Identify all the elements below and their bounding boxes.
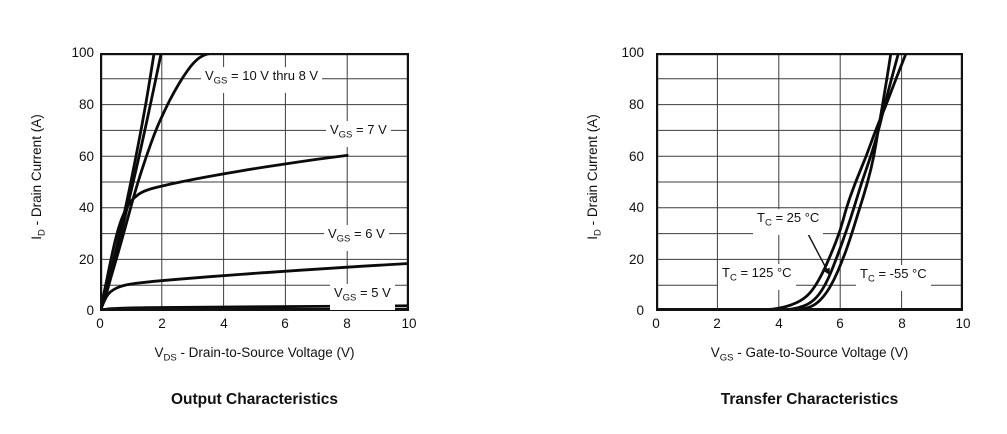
transfer-plot-area bbox=[656, 53, 963, 311]
left-x-tick-0: 0 bbox=[96, 316, 104, 331]
right-y-tick-40: 40 bbox=[628, 200, 644, 215]
curve-label-tc-minus-55c: TC = -55 °C bbox=[856, 265, 931, 291]
right-x-tick-6: 6 bbox=[836, 316, 844, 331]
x-axis-symbol: V bbox=[154, 345, 164, 360]
output-chart-title: Output Characteristics bbox=[170, 391, 339, 408]
label-pointer-arrow bbox=[806, 231, 830, 276]
y-axis-title-text: - Drain Current (A) bbox=[29, 114, 44, 230]
left-x-tick-6: 6 bbox=[281, 316, 289, 331]
y-axis-symbol: I bbox=[585, 235, 600, 240]
curve-vgs-6-v bbox=[100, 262, 409, 311]
right-y-tick-80: 80 bbox=[628, 97, 644, 112]
curve-label-vgs-10v-thru-8v: VGS = 10 V thru 8 V bbox=[201, 67, 323, 93]
left-y-tick-80: 80 bbox=[78, 97, 94, 112]
x-axis-symbol-subscript: GS bbox=[719, 352, 734, 364]
curve-vgs-8-v bbox=[100, 53, 213, 311]
right-y-tick-20: 20 bbox=[628, 252, 644, 267]
right-x-axis-title: VGS - Gate-to-Source Voltage (V) bbox=[656, 345, 963, 367]
gridlines bbox=[100, 53, 409, 311]
right-y-tick-0: 0 bbox=[636, 303, 644, 318]
left-x-tick-8: 8 bbox=[343, 316, 351, 331]
left-x-axis-title: VDS - Drain-to-Source Voltage (V) bbox=[100, 345, 409, 367]
curve-label-vgs-6v: VGS = 6 V bbox=[324, 225, 389, 251]
y-axis-title-text: - Drain Current (A) bbox=[585, 114, 600, 230]
x-axis-title-text: - Drain-to-Source Voltage (V) bbox=[176, 345, 355, 360]
curve-label-tc-25c: TC = 25 °C bbox=[753, 209, 824, 235]
left-y-axis-title: ID - Drain Current (A) bbox=[28, 62, 48, 292]
left-y-tick-0: 0 bbox=[86, 303, 94, 318]
x-axis-symbol: V bbox=[710, 345, 720, 360]
left-x-tick-4: 4 bbox=[220, 316, 228, 331]
left-y-tick-40: 40 bbox=[78, 200, 94, 215]
left-y-tick-100: 100 bbox=[71, 45, 94, 60]
left-y-tick-60: 60 bbox=[78, 149, 94, 164]
x-axis-symbol-subscript: DS bbox=[163, 352, 177, 364]
curve-label-vgs-5v: VGS = 5 V bbox=[330, 284, 395, 310]
right-x-tick-0: 0 bbox=[652, 316, 660, 331]
left-y-tick-20: 20 bbox=[78, 252, 94, 267]
right-x-tick-4: 4 bbox=[775, 316, 783, 331]
y-axis-symbol-subscript: D bbox=[592, 229, 604, 236]
left-x-tick-10: 10 bbox=[401, 316, 417, 331]
transfer-chart-title: Transfer Characteristics bbox=[720, 391, 899, 408]
curve-vgs-7-v bbox=[100, 154, 349, 311]
right-x-tick-8: 8 bbox=[898, 316, 906, 331]
curve-label-vgs-7v: VGS = 7 V bbox=[326, 121, 391, 147]
right-y-axis-title: ID - Drain Current (A) bbox=[584, 62, 604, 292]
x-axis-title-text: - Gate-to-Source Voltage (V) bbox=[733, 345, 909, 360]
gridlines bbox=[656, 53, 963, 311]
curve-label-tc-125c: TC = 125 °C bbox=[718, 264, 796, 290]
left-x-tick-2: 2 bbox=[158, 316, 166, 331]
output-curves bbox=[100, 53, 409, 311]
right-x-tick-10: 10 bbox=[955, 316, 971, 331]
y-axis-symbol: I bbox=[29, 235, 44, 240]
y-axis-symbol-subscript: D bbox=[36, 229, 48, 236]
right-y-tick-60: 60 bbox=[628, 149, 644, 164]
right-x-tick-2: 2 bbox=[713, 316, 721, 331]
right-y-tick-100: 100 bbox=[621, 45, 644, 60]
